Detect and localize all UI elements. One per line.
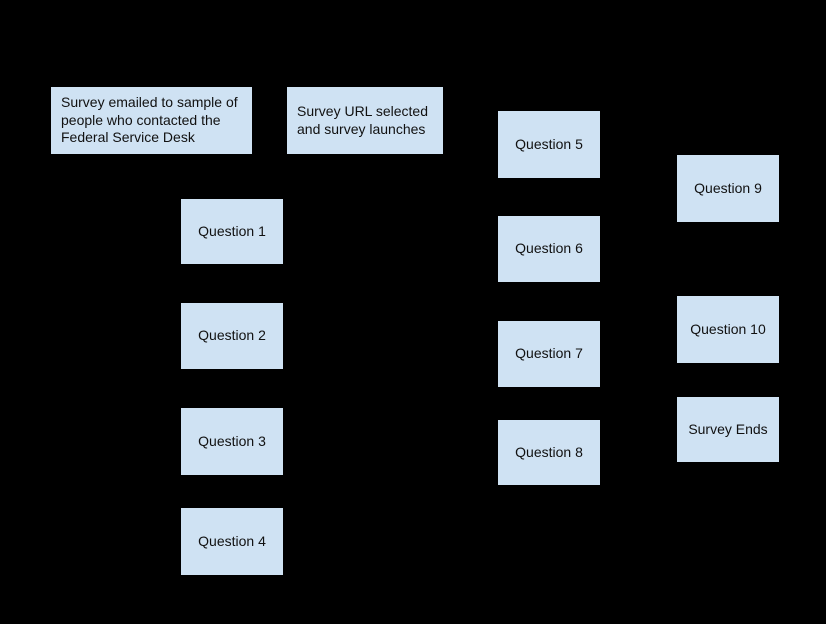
node-survey-launch: Survey URL selected and survey launches — [287, 87, 443, 154]
node-question-3: Question 3 — [181, 408, 283, 475]
node-question-5: Question 5 — [498, 111, 600, 178]
node-label: Question 1 — [198, 222, 266, 239]
node-label: Question 6 — [515, 240, 583, 257]
node-label: Question 4 — [198, 532, 266, 549]
node-survey-ends: Survey Ends — [677, 397, 779, 462]
node-label: Question 5 — [515, 135, 583, 152]
node-question-6: Question 6 — [498, 216, 600, 282]
node-question-9: Question 9 — [677, 155, 779, 222]
node-label: Survey Ends — [688, 420, 768, 437]
node-label: Question 3 — [198, 432, 266, 449]
node-label: Survey emailed to sample of people who c… — [61, 94, 238, 146]
node-label: Question 10 — [690, 320, 766, 337]
node-label: Question 7 — [515, 345, 583, 362]
node-question-7: Question 7 — [498, 321, 600, 387]
node-label: Survey URL selected and survey launches — [297, 102, 428, 137]
node-question-10: Question 10 — [677, 296, 779, 363]
node-question-1: Question 1 — [181, 199, 283, 264]
node-label: Question 8 — [515, 443, 583, 460]
node-survey-emailed: Survey emailed to sample of people who c… — [51, 87, 252, 154]
node-label: Question 9 — [694, 179, 762, 196]
node-question-2: Question 2 — [181, 303, 283, 369]
node-question-8: Question 8 — [498, 420, 600, 485]
node-label: Question 2 — [198, 327, 266, 344]
node-question-4: Question 4 — [181, 508, 283, 575]
